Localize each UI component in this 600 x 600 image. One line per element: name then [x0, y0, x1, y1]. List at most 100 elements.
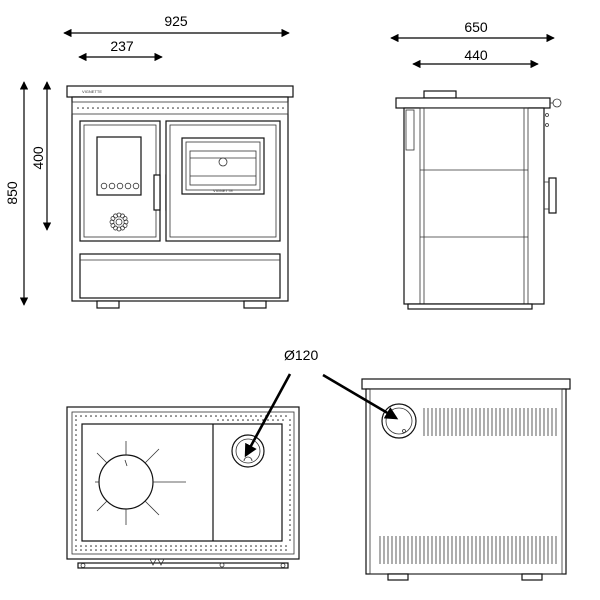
- rail-dot: [82, 107, 84, 109]
- frame-dot: [280, 549, 282, 551]
- frame-dot: [100, 549, 102, 551]
- frame-dot: [289, 519, 291, 521]
- frame-dot: [289, 539, 291, 541]
- frame-dot: [170, 415, 172, 417]
- frame-dot: [160, 545, 162, 547]
- rail-dot: [277, 107, 279, 109]
- frame-dot: [285, 545, 287, 547]
- frame-dot: [280, 545, 282, 547]
- rail-dot: [97, 107, 99, 109]
- frame-dot: [135, 549, 137, 551]
- rail-dot: [197, 107, 199, 109]
- frame-dot: [200, 545, 202, 547]
- rosette-petal: [110, 216, 116, 221]
- rear-view: [361, 378, 571, 581]
- frame-dot: [255, 545, 257, 547]
- frame-dot: [80, 545, 82, 547]
- frame-dot: [289, 439, 291, 441]
- frame-dot: [150, 415, 152, 417]
- frame-dot: [110, 415, 112, 417]
- top-dotted-frame: [75, 415, 291, 551]
- frame-dot: [165, 545, 167, 547]
- frame-dot: [95, 415, 97, 417]
- frame-dot: [240, 415, 242, 417]
- frame-dot: [289, 444, 291, 446]
- frame-dot: [75, 474, 77, 476]
- dim-depth-partial: 440: [412, 47, 539, 69]
- side-view: [395, 90, 562, 310]
- frame-dot: [227, 419, 229, 421]
- frame-dot: [110, 545, 112, 547]
- top-view: [66, 406, 300, 569]
- frame-dot: [220, 549, 222, 551]
- frame-dot: [75, 489, 77, 491]
- frame-dot: [250, 549, 252, 551]
- front-brand-label: VIGNETTE: [82, 89, 102, 94]
- frame-dot: [125, 549, 127, 551]
- frame-dot: [260, 545, 262, 547]
- frame-dot: [80, 549, 82, 551]
- frame-dot: [222, 419, 224, 421]
- frame-dot: [260, 549, 262, 551]
- frame-dot: [185, 415, 187, 417]
- frame-dot: [85, 549, 87, 551]
- frame-dot: [280, 415, 282, 417]
- frame-dot: [160, 415, 162, 417]
- frame-dot: [155, 549, 157, 551]
- rail-dot: [282, 107, 284, 109]
- frame-dot: [75, 494, 77, 496]
- rail-dot: [142, 107, 144, 109]
- rail-dot: [127, 107, 129, 109]
- frame-dot: [75, 545, 77, 547]
- rosette-petal: [122, 223, 128, 228]
- frame-dot: [235, 549, 237, 551]
- rail-dot: [132, 107, 134, 109]
- frame-dot: [190, 549, 192, 551]
- rail-dot: [162, 107, 164, 109]
- rail-dot: [227, 107, 229, 109]
- rail-dot: [112, 107, 114, 109]
- frame-dot: [289, 534, 291, 536]
- frame-dot: [289, 504, 291, 506]
- frame-dot: [289, 479, 291, 481]
- frame-dot: [165, 415, 167, 417]
- frame-dot: [210, 545, 212, 547]
- frame-dot: [75, 454, 77, 456]
- rear-flue-outlet-icon: [381, 403, 417, 439]
- rail-dot: [102, 107, 104, 109]
- frame-dot: [215, 549, 217, 551]
- frame-dot: [135, 415, 137, 417]
- rail-dot: [252, 107, 254, 109]
- frame-dot: [217, 419, 219, 421]
- flue-diameter-label: Ø120: [284, 347, 318, 363]
- frame-dot: [185, 545, 187, 547]
- frame-dot: [130, 549, 132, 551]
- frame-dot: [100, 545, 102, 547]
- frame-dot: [289, 494, 291, 496]
- frame-dot: [235, 545, 237, 547]
- dim-height-partial-label: 400: [30, 146, 46, 170]
- frame-dot: [242, 419, 244, 421]
- frame-dot: [240, 545, 242, 547]
- frame-dot: [105, 415, 107, 417]
- frame-dot: [180, 415, 182, 417]
- frame-dot: [85, 545, 87, 547]
- frame-dot: [205, 545, 207, 547]
- dim-height-total: 850: [4, 81, 29, 306]
- frame-dot: [115, 415, 117, 417]
- flue-diameter-callout: Ø120: [244, 347, 399, 458]
- frame-dot: [237, 419, 239, 421]
- dim-height-total-label: 850: [4, 181, 20, 205]
- frame-dot: [130, 415, 132, 417]
- frame-dot: [289, 424, 291, 426]
- frame-dot: [145, 549, 147, 551]
- frame-dot: [272, 419, 274, 421]
- frame-dot: [115, 545, 117, 547]
- frame-dot: [75, 484, 77, 486]
- frame-dot: [289, 459, 291, 461]
- frame-dot: [267, 419, 269, 421]
- frame-dot: [250, 545, 252, 547]
- frame-dot: [240, 549, 242, 551]
- frame-dot: [75, 534, 77, 536]
